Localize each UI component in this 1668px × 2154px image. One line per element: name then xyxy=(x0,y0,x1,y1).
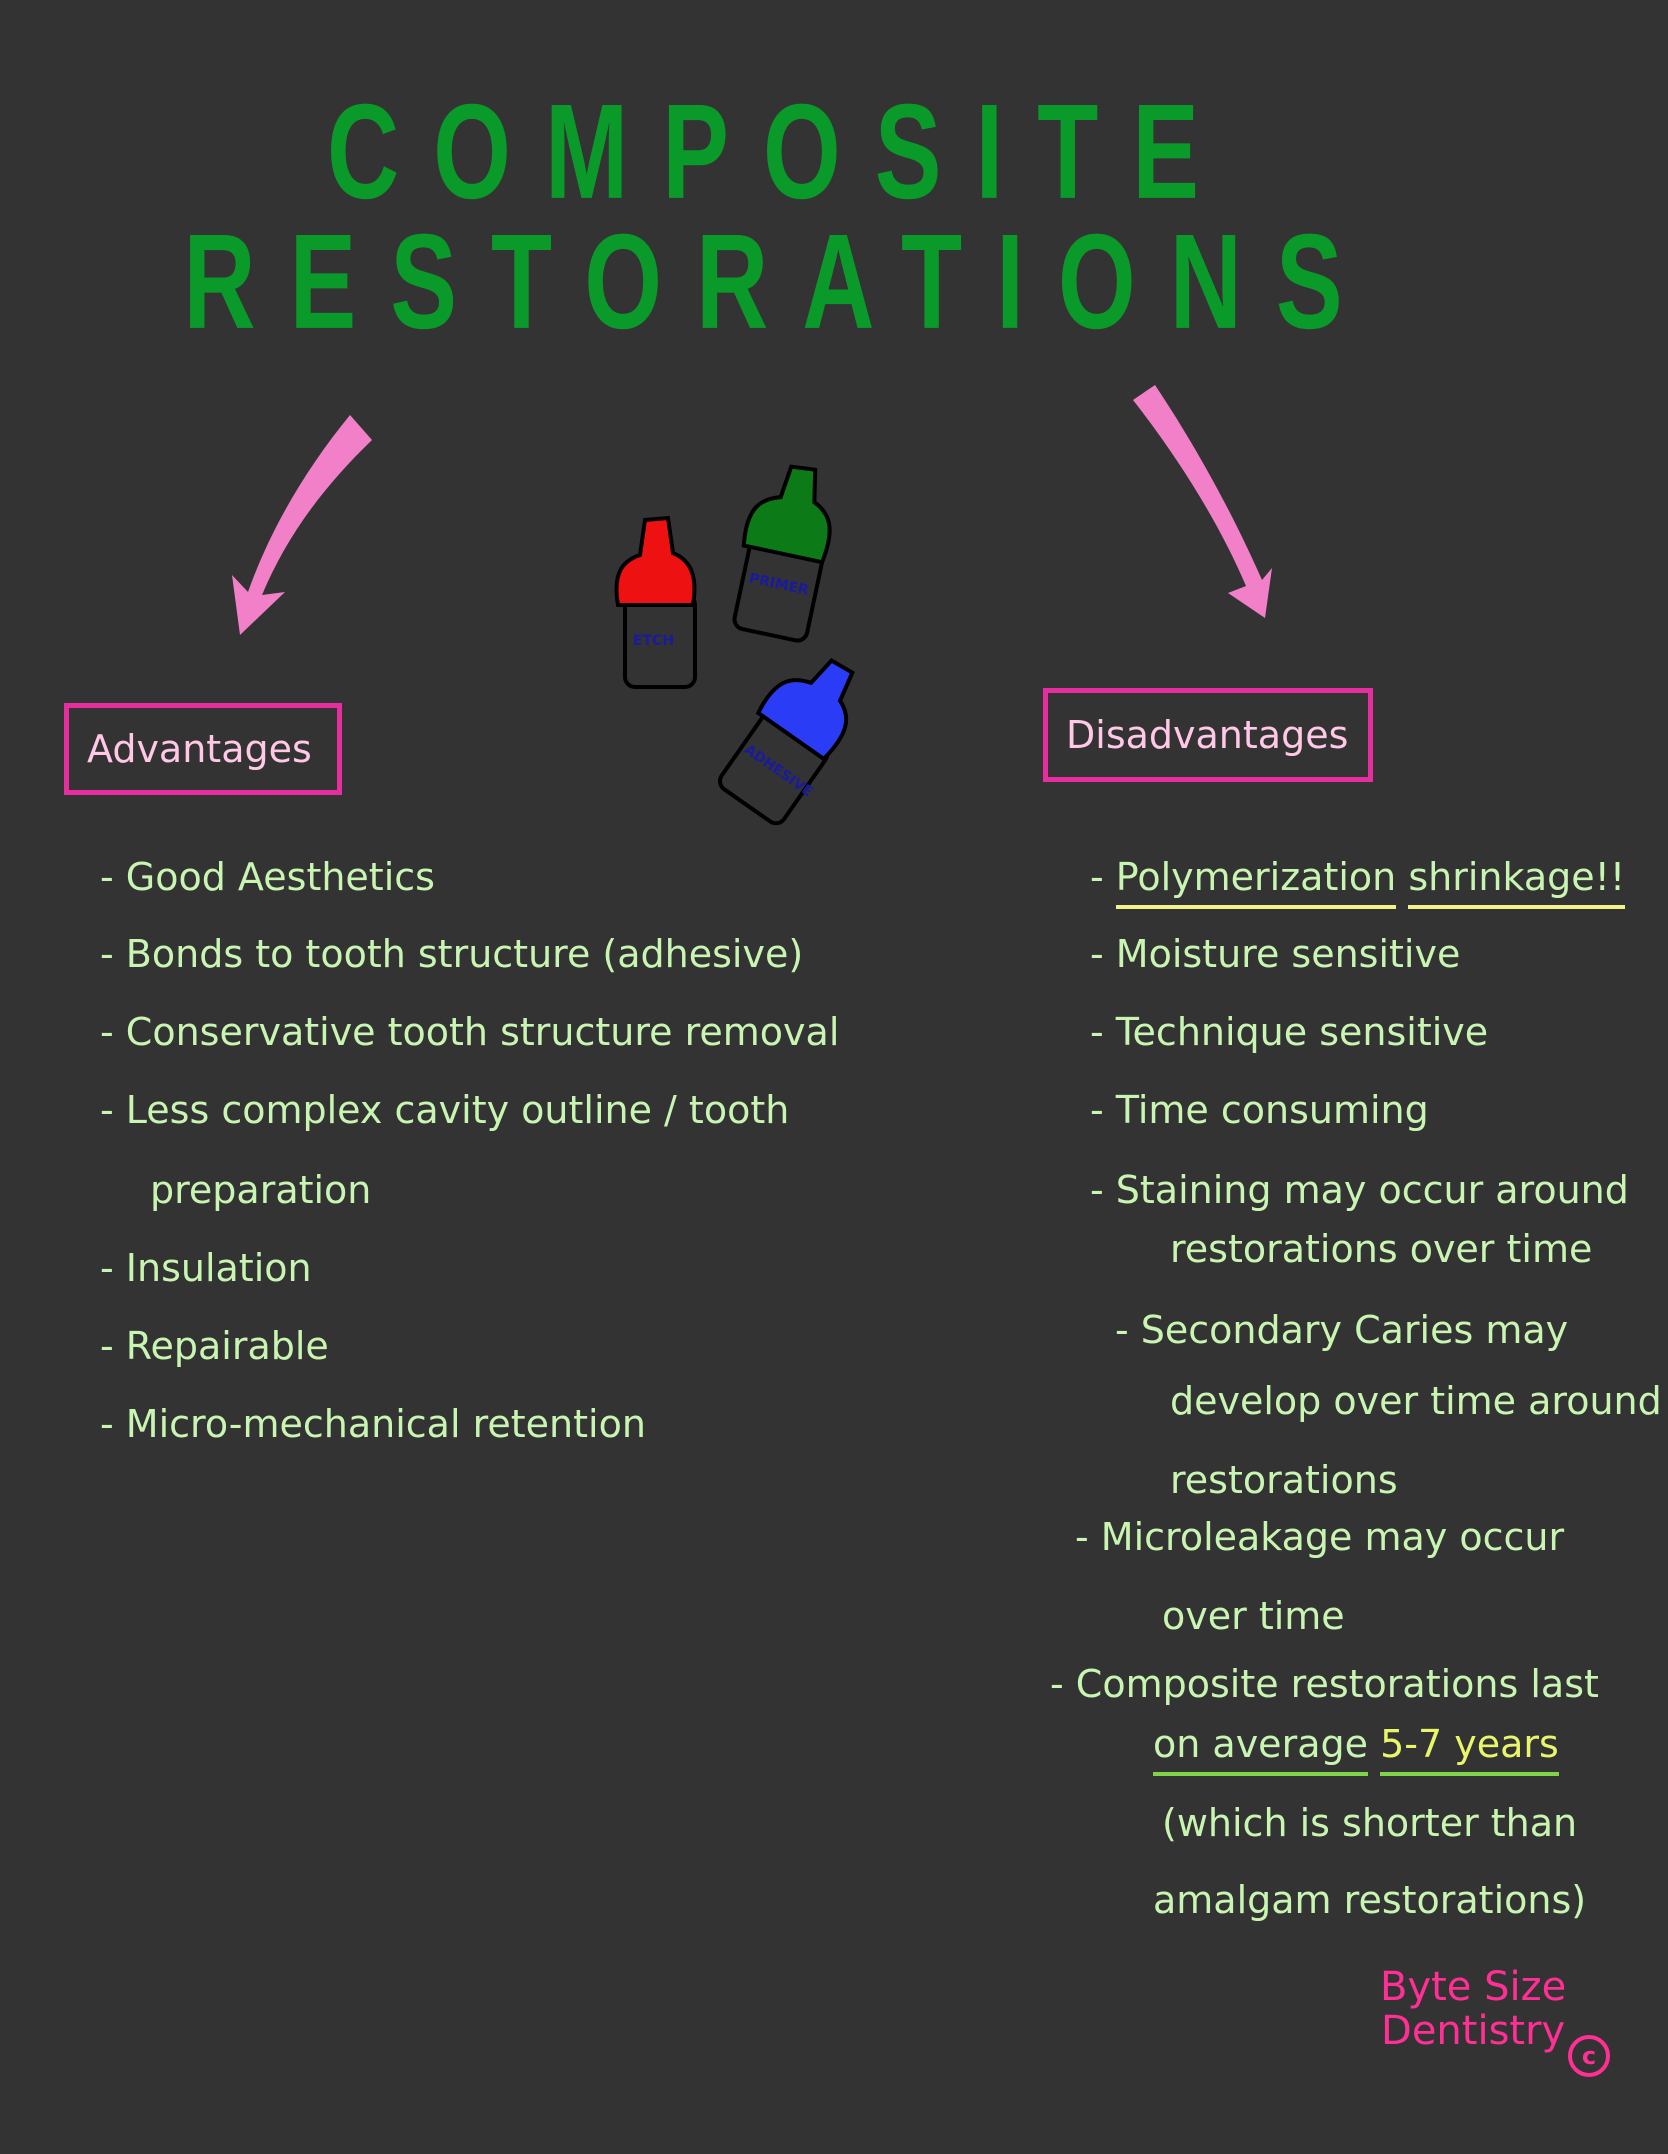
shrinkage-highlight: shrinkage!! xyxy=(1408,855,1626,909)
advantages-heading: Advantages xyxy=(64,703,342,795)
disadvantage-item: on average 5-7 years xyxy=(1153,1722,1559,1776)
disadvantage-item: - Time consuming xyxy=(1090,1088,1429,1132)
etch-label: ETCH xyxy=(633,633,674,649)
advantage-item: preparation xyxy=(150,1168,372,1212)
disadvantage-item: amalgam restorations) xyxy=(1153,1878,1587,1922)
disadvantage-item: (which is shorter than xyxy=(1162,1801,1578,1845)
disadvantage-item: restorations over time xyxy=(1170,1227,1593,1271)
polymerization-highlight: Polymerization xyxy=(1115,855,1397,909)
disadvantage-item: - Microleakage may occur xyxy=(1075,1515,1565,1559)
brand-logo: Byte Size Dentistry xyxy=(1380,1965,1566,2053)
left-arrow-icon xyxy=(232,415,372,635)
advantage-item: - Insulation xyxy=(100,1246,312,1290)
on-average-highlight: on average xyxy=(1153,1722,1368,1776)
brand-line-2: Dentistry xyxy=(1381,2008,1566,2054)
adhesive-bottle-icon: ADHESIVE xyxy=(718,657,855,826)
advantage-item: - Micro-mechanical retention xyxy=(100,1402,646,1446)
advantage-item: - Repairable xyxy=(100,1324,329,1368)
disadvantage-item: - Staining may occur around xyxy=(1090,1168,1629,1212)
advantage-item: - Good Aesthetics xyxy=(100,855,435,899)
advantage-item: - Conservative tooth structure removal xyxy=(100,1010,840,1054)
years-highlight: 5-7 years xyxy=(1380,1722,1559,1776)
advantage-item: - Bonds to tooth structure (adhesive) xyxy=(100,932,804,976)
right-arrow-icon xyxy=(1133,385,1272,618)
disadvantage-item: restorations xyxy=(1170,1458,1398,1502)
disadvantage-dash: - xyxy=(1090,855,1116,899)
disadvantages-heading: Disadvantages xyxy=(1043,688,1373,782)
primer-bottle-icon: PRIMER xyxy=(732,464,832,643)
title-line-2: RESTORATIONS xyxy=(183,206,1377,358)
disadvantage-item: - Moisture sensitive xyxy=(1090,932,1461,976)
disadvantage-item: over time xyxy=(1162,1594,1345,1638)
disadvantage-item: - Technique sensitive xyxy=(1090,1010,1489,1054)
brand-line-1: Byte Size xyxy=(1380,1964,1567,2010)
disadvantage-item: - Composite restorations last xyxy=(1050,1662,1599,1706)
advantage-item: - Less complex cavity outline / tooth xyxy=(100,1088,790,1132)
copyright-icon: c xyxy=(1568,2035,1610,2077)
disadvantage-item: develop over time around xyxy=(1170,1379,1662,1423)
disadvantage-item: - Secondary Caries may xyxy=(1115,1308,1569,1352)
disadvantage-item: - Polymerization shrinkage!! xyxy=(1090,855,1626,909)
etch-bottle-icon: ETCH xyxy=(614,515,697,689)
title-line-1: COMPOSITE xyxy=(326,76,1234,228)
